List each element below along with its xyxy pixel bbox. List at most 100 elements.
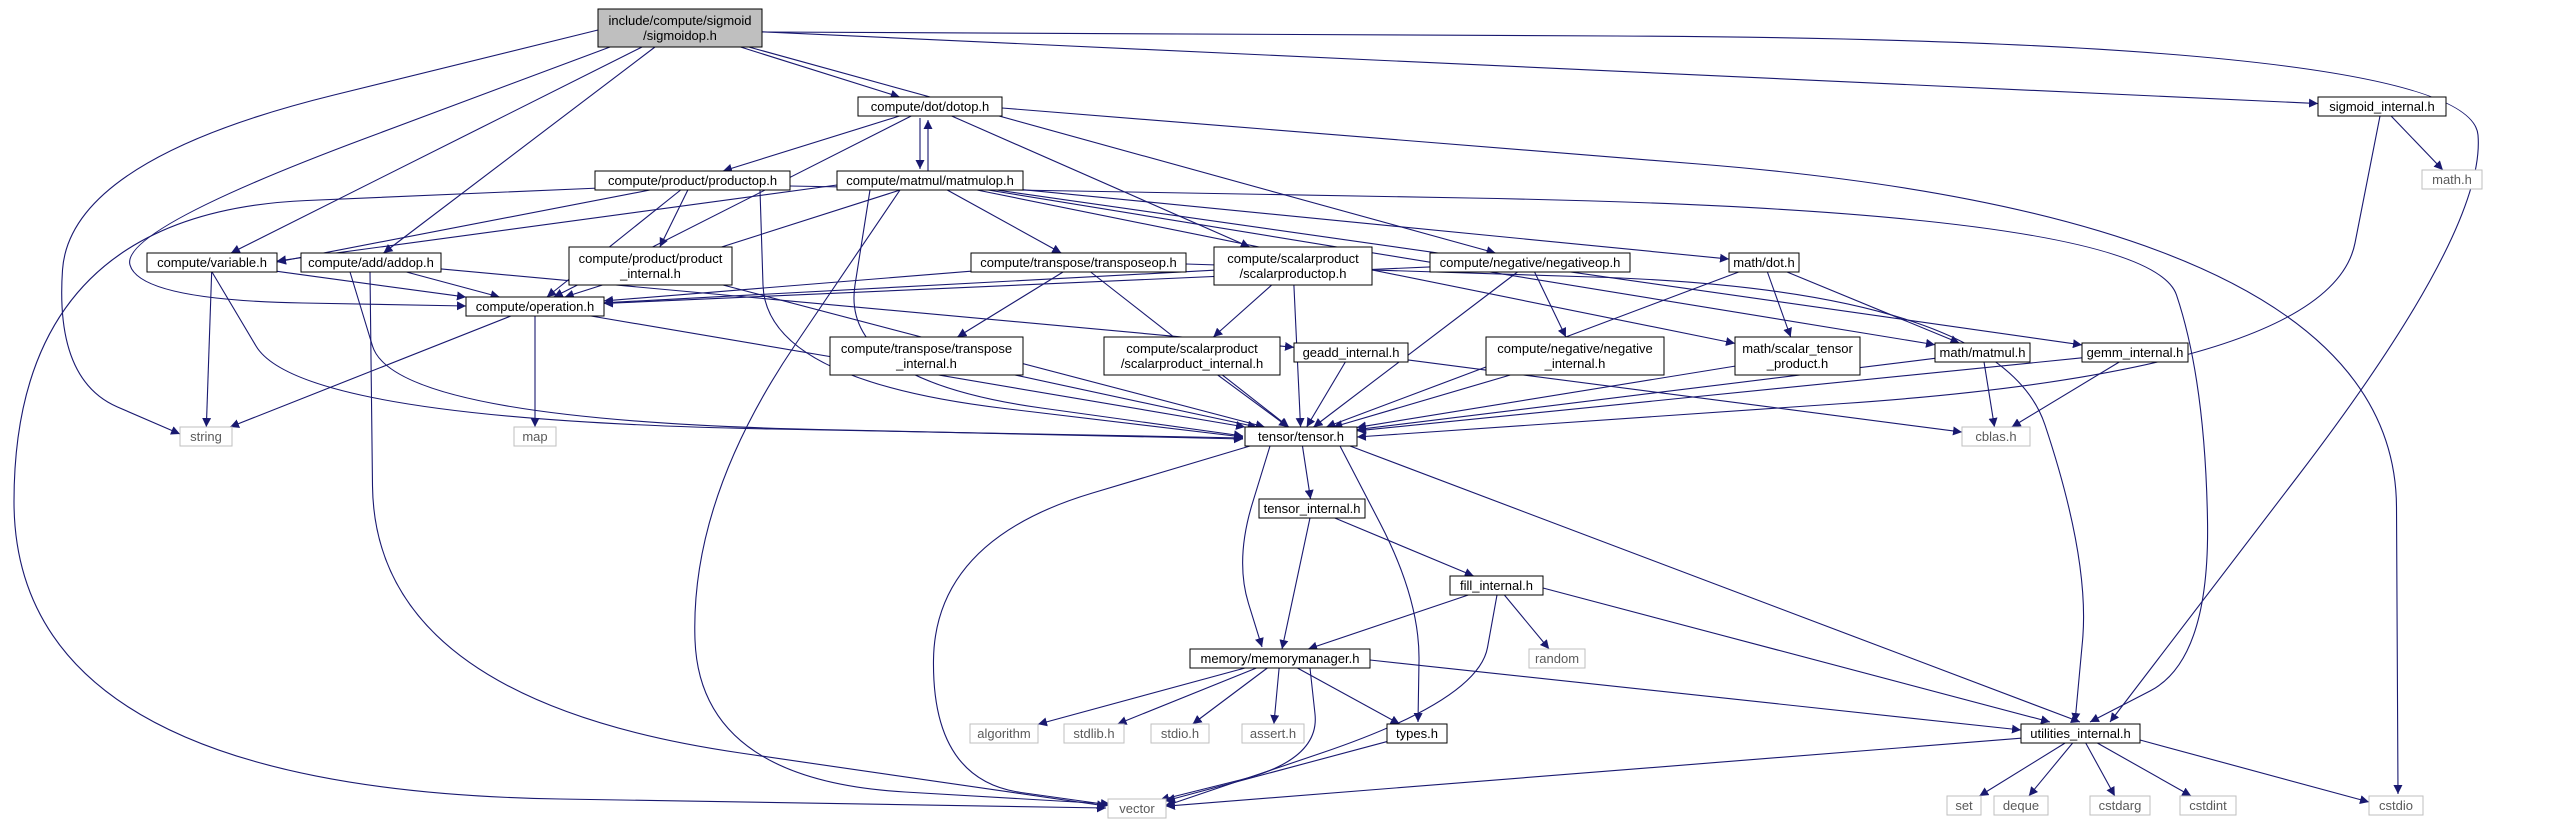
node-set: set (1946, 795, 1982, 816)
edge-memorymanager-to-utilities_internal (1369, 659, 2022, 734)
node-label: compute/scalarproduct (1227, 251, 1359, 266)
edge-matmulop-to-vector (694, 189, 1111, 808)
edge-scalarproductop-to-operation (603, 269, 1215, 307)
edge-gemm_internal-to-tensor (1356, 357, 2083, 435)
node-box (146, 252, 278, 273)
node-operation[interactable]: compute/operation.h (465, 296, 605, 317)
node-box (2368, 795, 2424, 816)
node-scalar_tensor_product[interactable]: math/scalar_tensor_product.h (1734, 336, 1861, 376)
node-scalarproductop[interactable]: compute/scalarproduct/scalarproductop.h (1213, 246, 1373, 286)
node-label: utilities_internal.h (2030, 726, 2130, 741)
node-transpose_internal[interactable]: compute/transpose/transpose_internal.h (829, 336, 1024, 376)
node-label: compute/scalarproduct (1126, 341, 1258, 356)
node-box (1993, 795, 2049, 816)
node-label: set (1955, 798, 1973, 813)
edge-fill_internal-to-vector (1164, 594, 1498, 808)
node-label: types.h (1396, 726, 1438, 741)
edge-scalarproductop-to-scalarproduct_internal (1212, 284, 1273, 338)
node-label: math/dot.h (1733, 255, 1794, 270)
edge-variable-to-operation (276, 270, 467, 301)
node-box (597, 8, 763, 48)
node-label: string (190, 429, 222, 444)
node-tensor[interactable]: tensor/tensor.h (1244, 426, 1358, 447)
edge-variable-to-tensor (211, 271, 1244, 443)
node-label: compute/transpose/transpose (841, 341, 1012, 356)
node-memorymanager[interactable]: memory/memorymanager.h (1189, 648, 1371, 669)
node-utilities_internal[interactable]: utilities_internal.h (2020, 723, 2141, 744)
node-negative_internal[interactable]: compute/negative/negative_internal.h (1485, 336, 1665, 376)
node-transposeop[interactable]: compute/transpose/transposeop.h (970, 252, 1187, 273)
node-box (1429, 252, 1631, 273)
node-label: compute/transpose/transposeop.h (980, 255, 1177, 270)
node-box (1244, 426, 1358, 447)
node-label: compute/negative/negative (1497, 341, 1652, 356)
node-label: _internal.h (1544, 356, 1606, 371)
node-label: memory/memorymanager.h (1201, 651, 1360, 666)
node-label: stdlib.h (1073, 726, 1114, 741)
edge-sigmoidop-to-operation (129, 46, 611, 311)
node-box (1150, 723, 1210, 744)
edge-utilities_internal-to-cstdint (2097, 742, 2192, 797)
node-label: compute/matmul/matmulop.h (846, 173, 1014, 188)
node-product_internal[interactable]: compute/product/product_internal.h (568, 246, 733, 286)
node-addop[interactable]: compute/add/addop.h (300, 252, 442, 273)
node-label: cstdint (2189, 798, 2227, 813)
node-label: /sigmoidop.h (643, 28, 717, 43)
node-box (2179, 795, 2237, 816)
node-box (568, 246, 733, 286)
node-algorithm: algorithm (969, 723, 1039, 744)
node-label: cstdio (2379, 798, 2413, 813)
node-geadd_internal[interactable]: geadd_internal.h (1293, 342, 1409, 363)
edge-transpose_internal-to-tensor (1014, 374, 1257, 430)
edge-utilities_internal-to-cstdarg (2085, 742, 2116, 797)
node-box (829, 336, 1024, 376)
node-math_h: math.h (2421, 169, 2483, 190)
node-box (1103, 336, 1281, 376)
edge-addop-to-operation (406, 271, 500, 300)
node-gemm_internal[interactable]: gemm_internal.h (2081, 342, 2189, 363)
node-stdlib: stdlib.h (1063, 723, 1125, 744)
edge-tensor-to-types (1339, 445, 1423, 723)
node-dotop[interactable]: compute/dot/dotop.h (857, 96, 1003, 117)
edge-utilities_internal-to-vector (1165, 737, 2022, 810)
edge-tensor-to-tensor_internal (1301, 445, 1314, 500)
node-tensor_internal[interactable]: tensor_internal.h (1258, 498, 1366, 519)
node-fill_internal[interactable]: fill_internal.h (1449, 575, 1544, 596)
edge-addop-to-tensor (349, 271, 1244, 444)
node-label: compute/variable.h (157, 255, 267, 270)
node-label: algorithm (977, 726, 1030, 741)
edge-math_dot-to-scalar_tensor_product (1766, 271, 1792, 338)
edge-transposeop-to-operation (603, 270, 972, 305)
edge-negative_internal-to-tensor (1333, 374, 1511, 429)
node-sigmoid_internal[interactable]: sigmoid_internal.h (2317, 96, 2447, 117)
node-box (2421, 169, 2483, 190)
node-label: stdio.h (1161, 726, 1199, 741)
node-types[interactable]: types.h (1386, 723, 1448, 744)
edge-math_matmul-to-cblas (1983, 361, 1998, 428)
node-box (179, 426, 233, 447)
node-box (2020, 723, 2141, 744)
node-productop[interactable]: compute/product/productop.h (594, 170, 791, 191)
node-matmulop[interactable]: compute/matmul/matmulop.h (836, 170, 1024, 191)
node-label: compute/dot/dotop.h (871, 99, 990, 114)
node-math_dot[interactable]: math/dot.h (1728, 252, 1800, 273)
edge-transposeop-to-transpose_internal (957, 271, 1064, 338)
node-label: geadd_internal.h (1303, 345, 1400, 360)
node-negativeop[interactable]: compute/negative/negativeop.h (1429, 252, 1631, 273)
node-label: compute/product/product (579, 251, 723, 266)
node-box (1485, 336, 1665, 376)
node-math_matmul[interactable]: math/matmul.h (1934, 342, 2031, 363)
node-scalarproduct_internal[interactable]: compute/scalarproduct/scalarproduct_inte… (1103, 336, 1281, 376)
node-vector: vector (1107, 798, 1167, 819)
edge-gemm_internal-to-cblas (2011, 361, 2120, 428)
node-label: gemm_internal.h (2087, 345, 2184, 360)
node-label: math/scalar_tensor (1742, 341, 1853, 356)
edge-productop-to-tensor (759, 189, 1244, 441)
edge-negativeop-to-tensor (1313, 271, 1518, 428)
edge-scalarproduct_internal-to-tensor (1217, 374, 1289, 428)
edge-utilities_internal-to-cstdio (2139, 739, 2370, 804)
edge-fill_internal-to-memorymanager (1307, 594, 1469, 651)
node-sigmoidop[interactable]: include/compute/sigmoid/sigmoidop.h (597, 8, 763, 48)
node-variable[interactable]: compute/variable.h (146, 252, 278, 273)
